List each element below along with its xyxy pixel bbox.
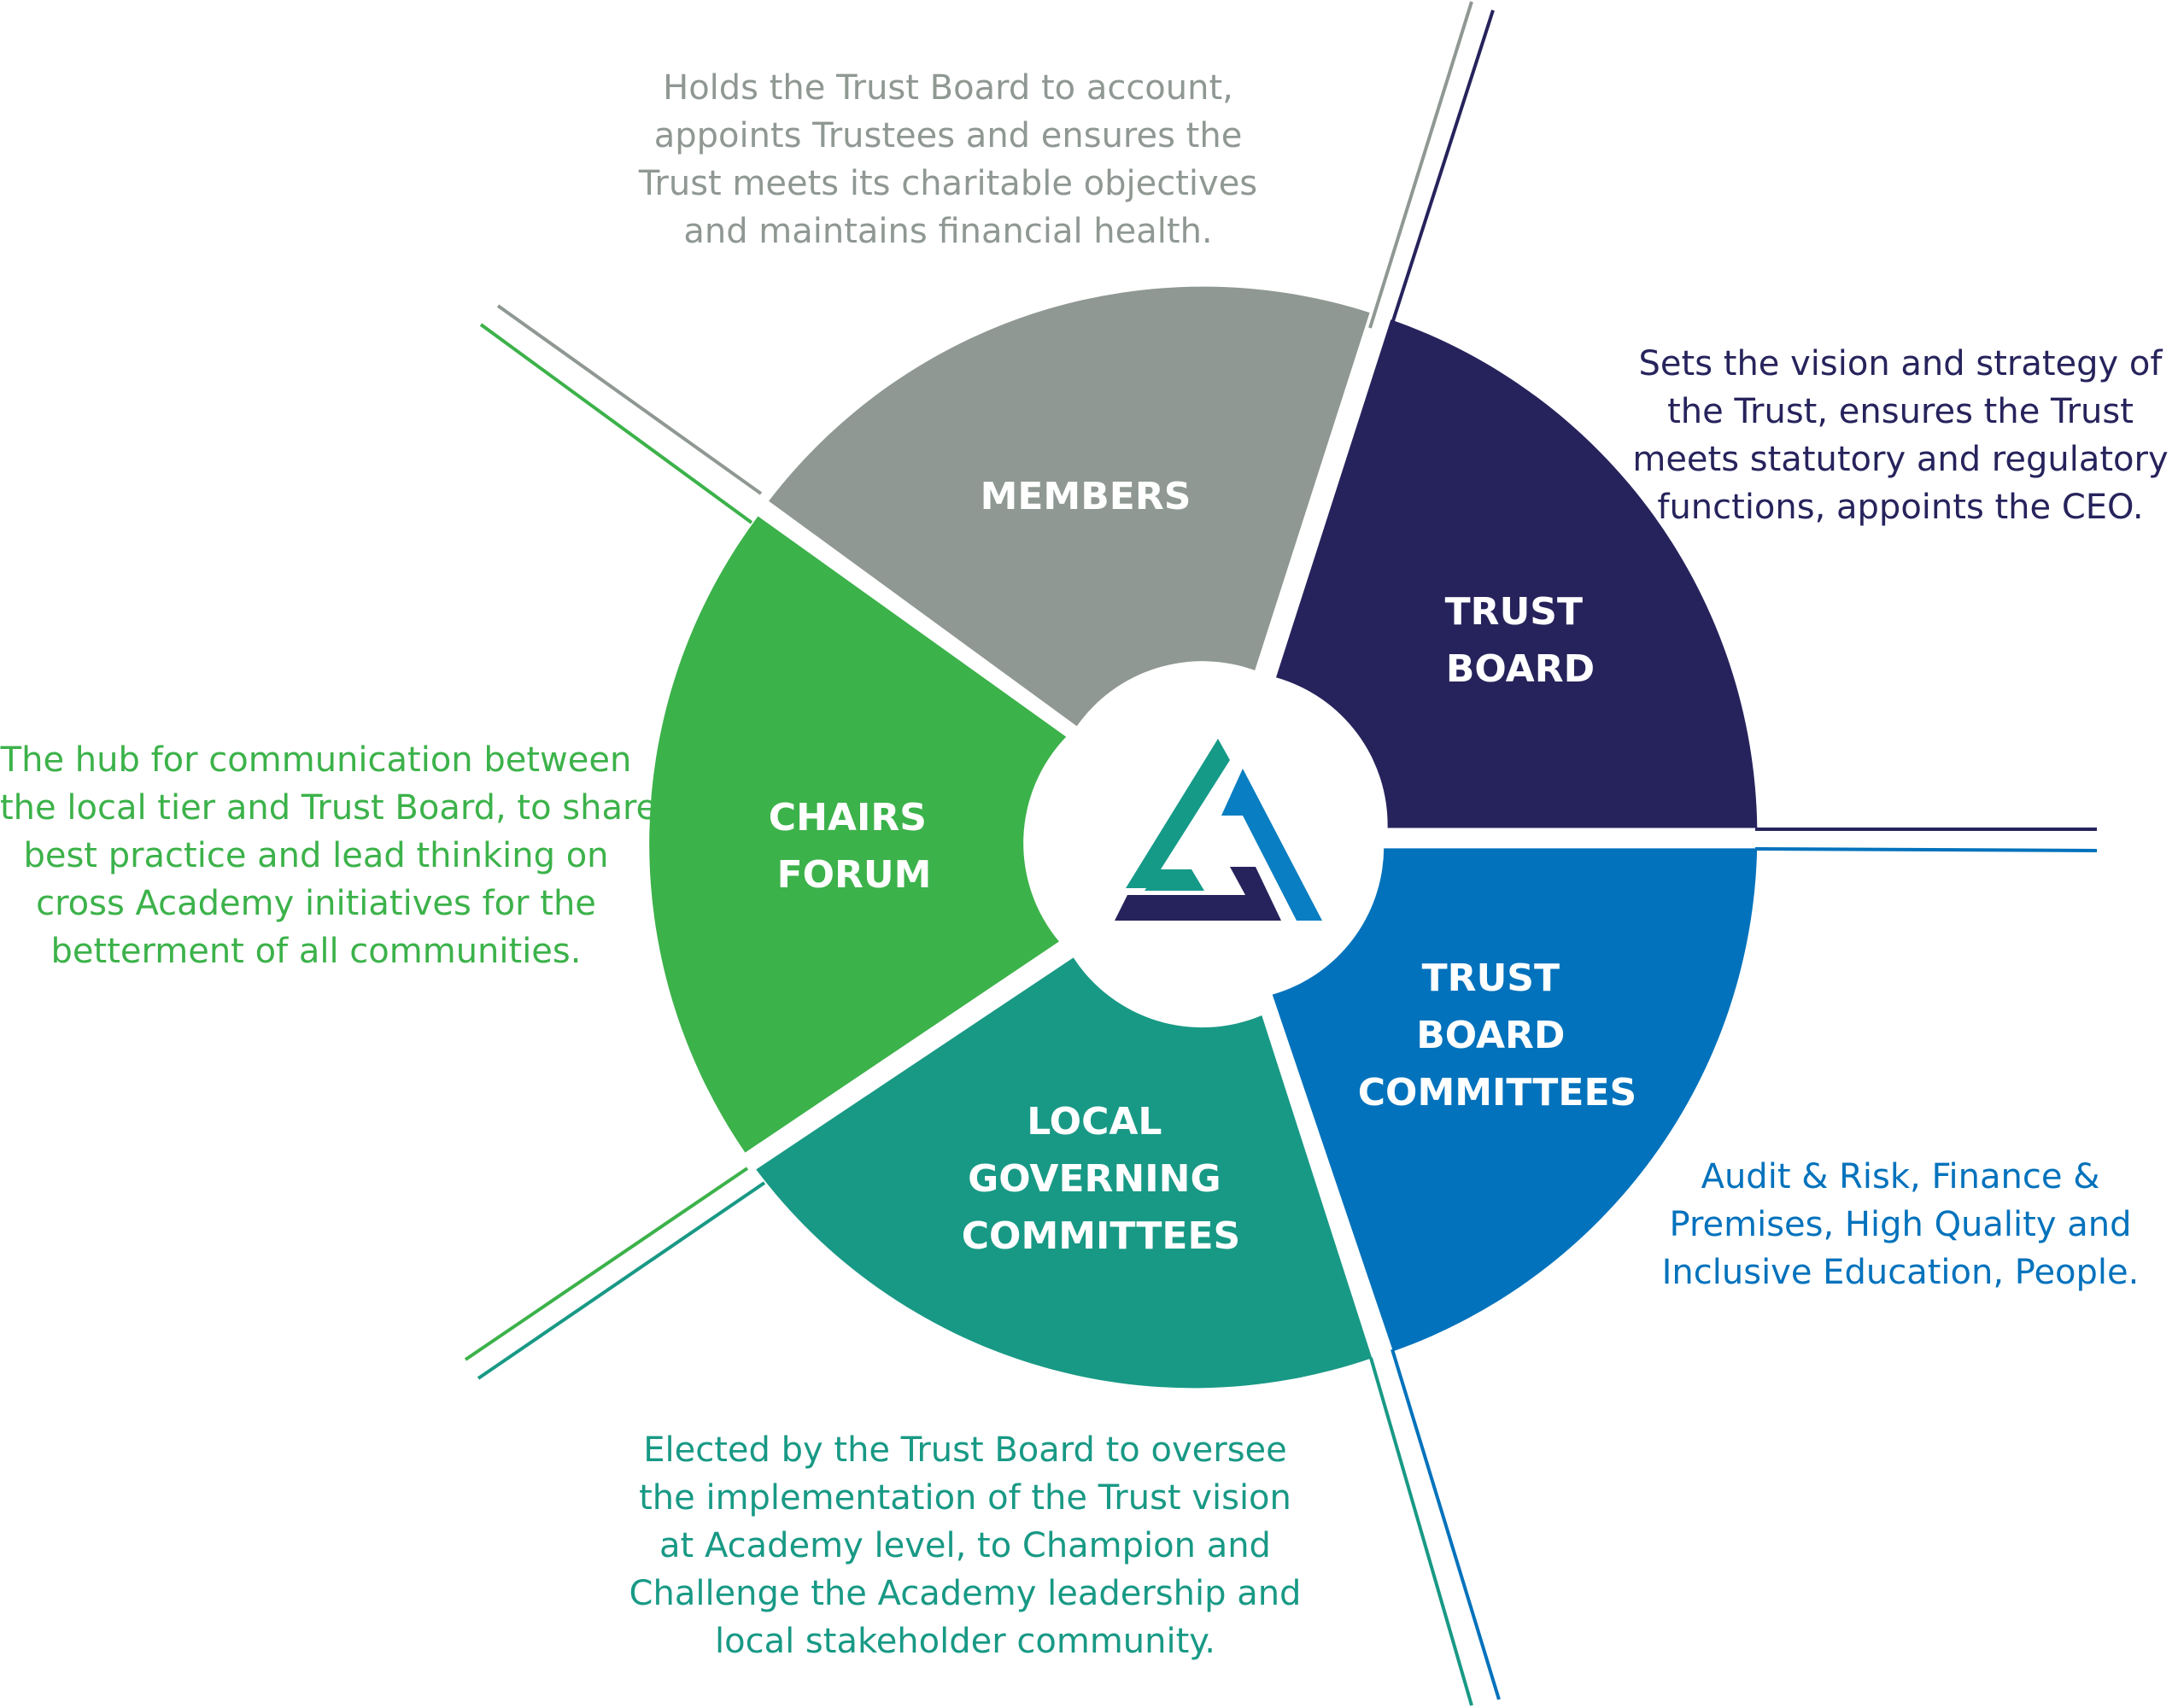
description-line: cross Academy initiatives for the xyxy=(36,884,596,923)
trust-board-description: Sets the vision and strategy of the Trus… xyxy=(1623,340,2178,531)
description-line: Elected by the Trust Board to oversee xyxy=(643,1430,1287,1470)
divider-line-trust-board-navy xyxy=(1389,9,1495,330)
segment-label-line: GOVERNING xyxy=(968,1157,1221,1201)
divider-line-chairs-lower xyxy=(464,1167,749,1361)
segment-label-line: FORUM xyxy=(777,853,932,897)
chairs-forum-description: The hub for communication between the lo… xyxy=(0,736,658,975)
segment-members xyxy=(769,286,1370,727)
description-line: Audit & Risk, Finance & xyxy=(1701,1157,2100,1196)
segment-label-line: LOCAL xyxy=(1027,1100,1162,1144)
description-line: local stakeholder community. xyxy=(715,1622,1215,1661)
divider-line-committees-blue xyxy=(1391,1348,1501,1700)
segment-local-governing-committees xyxy=(756,957,1373,1389)
segment-label-chairs-forum: CHAIRS FORUM xyxy=(769,796,940,897)
segment-label-line: TRUST xyxy=(1445,590,1583,634)
segment-label-trust-board: TRUST BOARD xyxy=(1445,590,1596,691)
description-line: the local tier and Trust Board, to share xyxy=(0,788,658,828)
description-line: the Trust, ensures the Trust xyxy=(1667,392,2134,431)
divider-line-lgc-left xyxy=(477,1181,766,1380)
segment-label-line: COMMITTEES xyxy=(962,1214,1240,1258)
divider-line-lgc-teal xyxy=(1369,1357,1473,1706)
description-line: Sets the vision and strategy of xyxy=(1638,344,2163,383)
segment-label-line: CHAIRS xyxy=(769,796,927,839)
segment-label-trust-board-committees: TRUST BOARD COMMITTEES xyxy=(1358,956,1636,1114)
description-line: meets statutory and regulatory xyxy=(1632,440,2169,479)
description-line: The hub for communication between xyxy=(0,740,632,780)
divider-line-members-grey xyxy=(1368,1,1473,329)
members-description: Holds the Trust Board to account, appoin… xyxy=(564,64,1332,255)
segment-chairs-forum xyxy=(649,516,1067,1153)
segment-label-line: COMMITTEES xyxy=(1358,1071,1636,1114)
segment-label-local-governing-committees: LOCAL GOVERNING COMMITTEES xyxy=(962,1100,1240,1258)
description-line: Trust meets its charitable objectives xyxy=(638,164,1258,203)
description-line: Inclusive Education, People. xyxy=(1661,1253,2140,1292)
segment-trust-board xyxy=(1276,319,1758,828)
description-line: Holds the Trust Board to account, xyxy=(663,68,1233,108)
segment-trust-board-committees xyxy=(1272,848,1758,1352)
description-line: best practice and lead thinking on xyxy=(23,836,609,875)
segment-label-line: BOARD xyxy=(1416,1014,1565,1057)
description-line: betterment of all communities. xyxy=(50,932,582,971)
segment-label-line: TRUST xyxy=(1422,956,1560,1000)
divider-line-chairs-upper xyxy=(479,323,753,524)
description-line: at Academy level, to Champion and xyxy=(659,1526,1271,1565)
description-line: Challenge the Academy leadership and xyxy=(629,1574,1302,1613)
segment-label-line: MEMBERS xyxy=(981,475,1191,518)
divider-line-committees-right xyxy=(1754,847,2098,852)
segment-label-line: BOARD xyxy=(1446,647,1595,691)
local-governing-committees-description: Elected by the Trust Board to oversee th… xyxy=(581,1426,1350,1665)
description-line: functions, appoints the CEO. xyxy=(1657,488,2144,527)
description-line: Premises, High Quality and xyxy=(1669,1205,2132,1244)
description-line: and maintains financial health. xyxy=(683,212,1213,251)
trust-board-committees-description: Audit & Risk, Finance & Premises, High Q… xyxy=(1623,1153,2178,1296)
description-line: appoints Trustees and ensures the xyxy=(653,116,1243,155)
segment-label-members: MEMBERS xyxy=(981,475,1191,518)
divider-line-members-left xyxy=(496,304,763,495)
description-line: the implementation of the Trust vision xyxy=(639,1478,1291,1518)
triangle-logo-icon xyxy=(1110,739,1322,921)
